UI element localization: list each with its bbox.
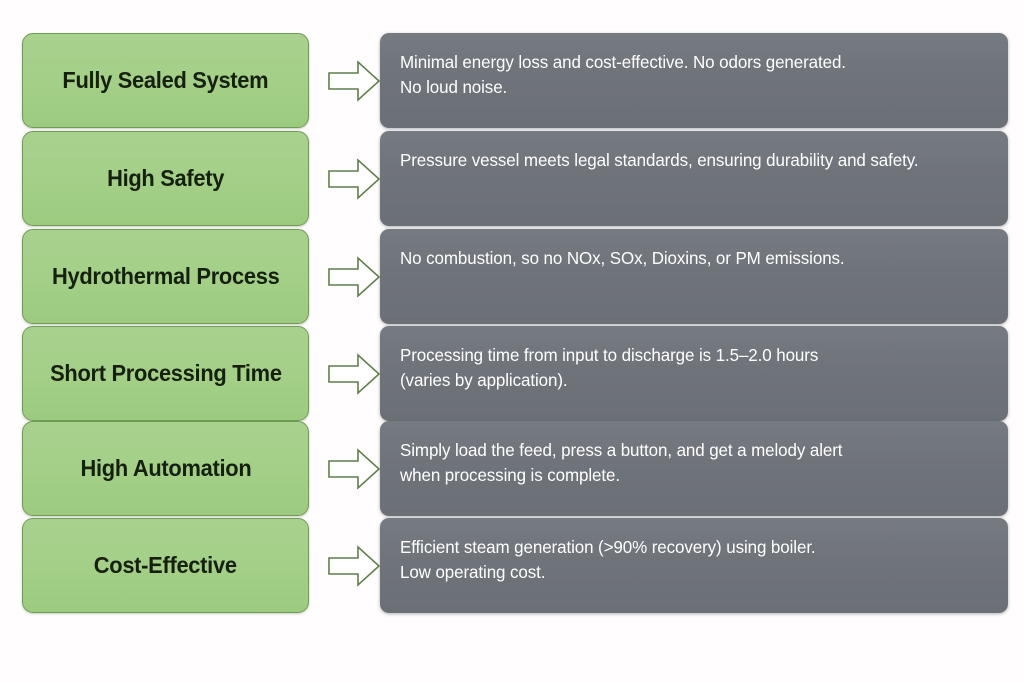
benefit-description-box[interactable]: No combustion, so no NOx, SOx, Dioxins, … <box>380 229 1008 324</box>
benefit-description-box[interactable]: Simply load the feed, press a button, an… <box>380 421 1008 516</box>
benefit-description-box[interactable]: Processing time from input to discharge … <box>380 326 1008 421</box>
feature-label-text: High Safety <box>106 164 225 191</box>
benefit-description-text: No combustion, so no NOx, SOx, Dioxins, … <box>400 248 845 268</box>
feature-label-box[interactable]: Hydrothermal Process <box>22 229 309 324</box>
right-arrow-icon <box>328 157 380 201</box>
benefit-description-text: Pressure vessel meets legal standards, e… <box>400 150 919 170</box>
benefit-description-box[interactable]: Pressure vessel meets legal standards, e… <box>380 131 1008 226</box>
feature-label-box[interactable]: High Automation <box>22 421 309 516</box>
feature-label-text: High Automation <box>80 454 251 481</box>
diagram-row: High Automation Simply load the feed, pr… <box>0 421 1024 516</box>
feature-label-box[interactable]: Fully Sealed System <box>22 33 309 128</box>
diagram-row: Hydrothermal Process No combustion, so n… <box>0 229 1024 324</box>
benefit-description-text: Efficient steam generation (>90% recover… <box>400 537 816 583</box>
diagram-row: Short Processing Time Processing time fr… <box>0 326 1024 421</box>
feature-label-text: Short Processing Time <box>49 359 282 386</box>
diagram-row: Cost-Effective Efficient steam generatio… <box>0 518 1024 613</box>
feature-label-box[interactable]: Short Processing Time <box>22 326 309 421</box>
benefit-description-box[interactable]: Minimal energy loss and cost-effective. … <box>380 33 1008 128</box>
feature-label-text: Fully Sealed System <box>62 66 269 93</box>
benefit-description-box[interactable]: Efficient steam generation (>90% recover… <box>380 518 1008 613</box>
feature-label-box[interactable]: Cost-Effective <box>22 518 309 613</box>
benefit-description-text: Minimal energy loss and cost-effective. … <box>400 52 846 98</box>
right-arrow-icon <box>328 59 380 103</box>
benefit-description-text: Simply load the feed, press a button, an… <box>400 440 843 486</box>
right-arrow-icon <box>328 352 380 396</box>
diagram-row: Fully Sealed System Minimal energy loss … <box>0 33 1024 128</box>
right-arrow-icon <box>328 544 380 588</box>
benefit-description-text: Processing time from input to discharge … <box>400 345 819 391</box>
right-arrow-icon <box>328 447 380 491</box>
feature-label-box[interactable]: High Safety <box>22 131 309 226</box>
feature-label-text: Hydrothermal Process <box>51 262 280 289</box>
feature-label-text: Cost-Effective <box>94 551 237 578</box>
right-arrow-icon <box>328 255 380 299</box>
diagram-row: High Safety Pressure vessel meets legal … <box>0 131 1024 226</box>
